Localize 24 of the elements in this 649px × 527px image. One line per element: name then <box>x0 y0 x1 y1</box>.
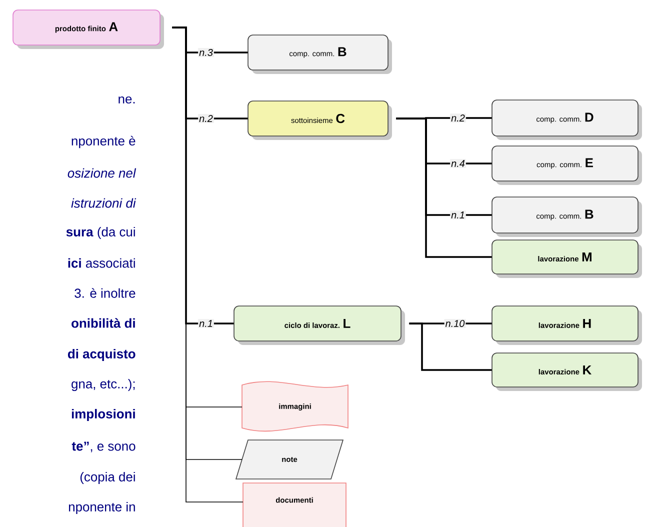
paragraph-line: osizione nel <box>68 168 136 178</box>
connector <box>409 322 492 371</box>
connector <box>396 118 492 258</box>
connector <box>172 26 234 324</box>
paragraph-line: di acquisto <box>68 348 136 362</box>
edge-label: n.1 <box>450 210 466 220</box>
paragraph-line: gna, etc...); <box>72 378 135 392</box>
paragraph-line: implosioni <box>72 408 135 422</box>
paragraph-line: nponente è <box>72 136 136 148</box>
paragraph-line: istruzioni di <box>71 198 136 208</box>
edge-label: n.4 <box>450 159 466 168</box>
edge-label: n.1 <box>198 319 214 328</box>
paragraph-line: ici associati <box>68 258 135 268</box>
paragraph-line: (copia dei <box>80 472 135 484</box>
edge-label: n.10 <box>444 318 466 328</box>
paragraph-line: nponente in <box>68 502 135 514</box>
paragraph-line: 3. è inoltre <box>74 288 136 298</box>
edge-label: n.2 <box>198 114 214 123</box>
paragraph-line: te”, e sono <box>72 442 136 452</box>
edge-label: n.2 <box>450 114 466 122</box>
paragraph-line: onibilità di <box>72 318 135 328</box>
paragraph-line: ne. <box>118 96 135 104</box>
edge-label: n.3 <box>198 48 214 58</box>
paragraph-line: sura (da cui <box>66 226 135 240</box>
